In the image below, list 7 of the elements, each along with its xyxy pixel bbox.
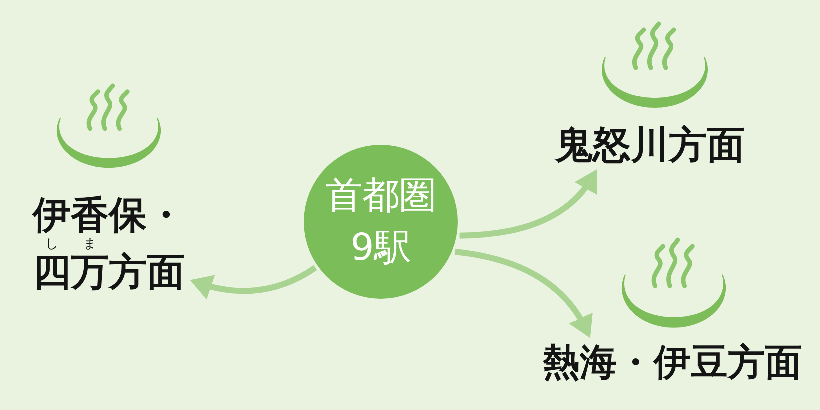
arrow bbox=[454, 249, 592, 338]
destination-label: 伊香保・四万方面 し ま bbox=[33, 186, 189, 300]
arrow bbox=[460, 170, 598, 239]
hub-circle: 首都圏9駅 bbox=[304, 145, 458, 299]
destination-label: 鬼怒川方面 bbox=[555, 122, 745, 168]
destination-label: 熱海・伊豆方面 bbox=[543, 340, 802, 384]
arrow bbox=[190, 265, 318, 300]
